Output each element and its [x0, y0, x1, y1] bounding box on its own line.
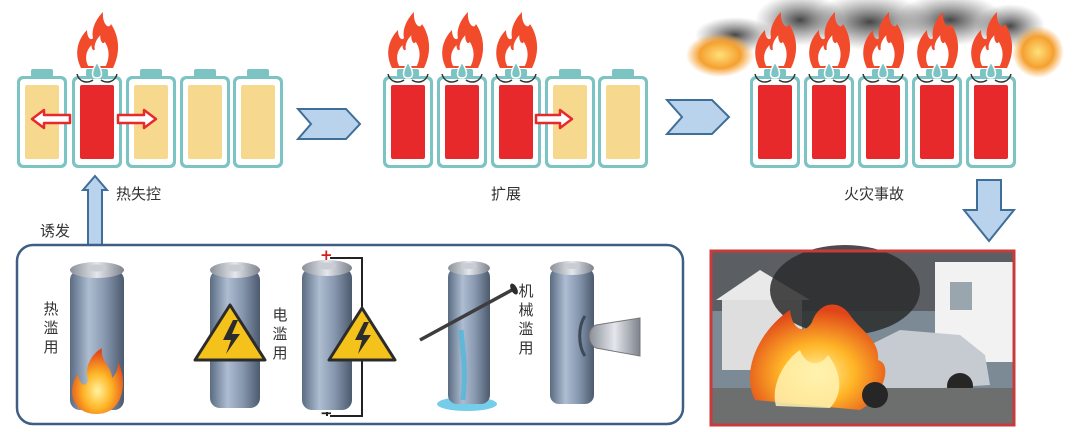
negative-terminal-sign: −: [320, 404, 333, 422]
flame-icon: [76, 12, 119, 83]
flame-icon: [970, 12, 1013, 83]
flame-icon: [441, 12, 484, 83]
battery-cell-runaway: [383, 69, 433, 168]
flame-jet-right: [1012, 26, 1064, 78]
crush-battery: [550, 261, 641, 404]
flame-icon: [808, 12, 851, 83]
battery-cell-normal: [180, 69, 230, 168]
stage-label-fire-accident: 火灾事故: [844, 185, 905, 203]
high-voltage-warning-icon: [193, 303, 267, 362]
label-thermal-abuse: 热滥用: [43, 300, 59, 356]
nail-penetration-battery: [419, 261, 518, 411]
flame-icon: [495, 12, 538, 83]
flame-icon: [916, 12, 959, 83]
flame-icon: [754, 12, 797, 83]
battery-cell-normal: [233, 69, 283, 168]
down-arrow: [961, 179, 1017, 243]
battery-cell-runaway: [437, 69, 487, 168]
trigger-label: 诱发: [40, 222, 71, 240]
stage-arrow-1: [295, 108, 362, 140]
battery-cell-runaway: [72, 69, 122, 168]
battery-cell-normal: [598, 69, 648, 168]
high-voltage-warning-icon-2: [327, 306, 397, 362]
fire-icon: [72, 348, 124, 414]
battery-cell-runaway: [966, 69, 1016, 168]
positive-terminal-sign: +: [320, 246, 333, 264]
battery-cell-runaway: [491, 69, 541, 168]
flame-icon: [862, 12, 905, 83]
car-fire-photo: [709, 245, 1016, 427]
battery-cell-runaway: [804, 69, 854, 168]
electrical-abuse-battery-2: [302, 257, 363, 417]
stage-label-thermal-runaway: 热失控: [116, 185, 162, 203]
label-electrical-abuse: 电滥用: [272, 306, 288, 362]
battery-cell-runaway: [858, 69, 908, 168]
flame-icon: [387, 12, 430, 83]
battery-cell-runaway: [912, 69, 962, 168]
trigger-arrow: [80, 174, 110, 246]
stage-arrow-2: [664, 99, 731, 135]
label-mechanical-abuse: 机械滥用: [518, 282, 534, 357]
heat-spread-arrow: [116, 108, 158, 130]
stage-label-propagation: 扩展: [491, 185, 522, 203]
heat-spread-arrow: [534, 108, 574, 130]
flame-jet-left: [686, 33, 754, 77]
heat-spread-arrow: [30, 108, 72, 130]
battery-cell-runaway: [750, 69, 800, 168]
